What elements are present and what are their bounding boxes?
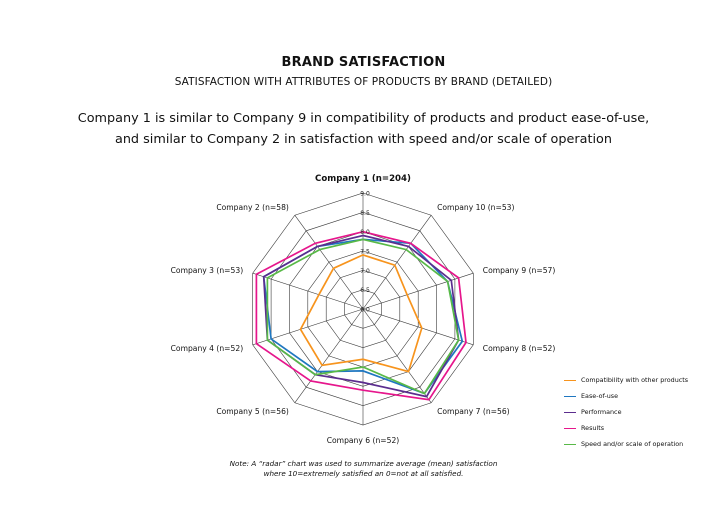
legend-label: Results	[581, 424, 605, 432]
legend-swatch	[564, 379, 576, 381]
legend-item: Ease-of-use	[564, 388, 724, 404]
legend-swatch	[564, 395, 576, 397]
tick-label: 6.0	[360, 307, 370, 314]
spoke-8	[252, 272, 364, 310]
series-line-results	[255, 230, 467, 401]
tick-label: 8.5	[360, 210, 370, 217]
chart-note: Note: A “radar” chart was used to summar…	[0, 459, 727, 479]
spoke-3	[362, 308, 474, 346]
headline-line-1: Company 1 is similar to Company 9 in com…	[77, 111, 650, 126]
legend-swatch	[564, 443, 576, 445]
spoke-1	[362, 215, 432, 310]
legend-item: Compatibility with other products	[564, 372, 724, 388]
category-label: Company 6 (n=52)	[327, 436, 400, 445]
series-line-speed-and-or-scale-of-operation	[266, 238, 460, 395]
category-label: Company 1 (n=204)	[315, 174, 411, 184]
note-line-2: where 10=extremely satisfied an 0=not at…	[263, 469, 464, 478]
legend-swatch	[564, 427, 576, 429]
chart-subtitle: SATISFACTION WITH ATTRIBUTES OF PRODUCTS…	[174, 76, 553, 88]
series-line-compatibility-with-other-products	[299, 253, 423, 373]
category-label: Company 10 (n=53)	[437, 203, 514, 212]
chart-title: BRAND SATISFACTION	[281, 55, 446, 70]
category-label: Company 8 (n=52)	[483, 344, 556, 353]
spoke-4	[362, 308, 432, 403]
legend-label: Ease-of-use	[581, 392, 619, 400]
tick-label: 8.0	[360, 229, 370, 236]
legend-label: Speed and/or scale of operation	[581, 440, 684, 448]
legend-swatch	[564, 411, 576, 413]
category-label: Company 9 (n=57)	[483, 266, 556, 275]
spoke-9	[294, 215, 364, 310]
tick-label: 9.0	[360, 191, 370, 198]
headline-line-2: and similar to Company 2 in satisfaction…	[114, 132, 612, 147]
series-line-performance	[262, 234, 460, 398]
tick-label: 6.5	[360, 287, 370, 294]
tick-label: 7.0	[360, 268, 370, 275]
category-label: Company 2 (n=58)	[216, 203, 289, 212]
legend-item: Speed and/or scale of operation	[564, 436, 724, 452]
legend-label: Performance	[581, 408, 622, 416]
note-line-1: Note: A “radar” chart was used to summar…	[229, 459, 498, 468]
tick-label: 7.5	[360, 249, 370, 256]
category-label: Company 4 (n=52)	[171, 344, 244, 353]
legend-item: Performance	[564, 404, 724, 420]
category-label: Company 7 (n=56)	[437, 407, 510, 416]
spoke-6	[294, 308, 364, 403]
headline: Company 1 is similar to Company 9 in com…	[0, 108, 727, 150]
legend-label: Compatibility with other products	[581, 376, 689, 384]
spoke-2	[362, 272, 474, 310]
category-label: Company 3 (n=53)	[171, 266, 244, 275]
legend-item: Results	[564, 420, 724, 436]
category-label: Company 5 (n=56)	[216, 407, 289, 416]
